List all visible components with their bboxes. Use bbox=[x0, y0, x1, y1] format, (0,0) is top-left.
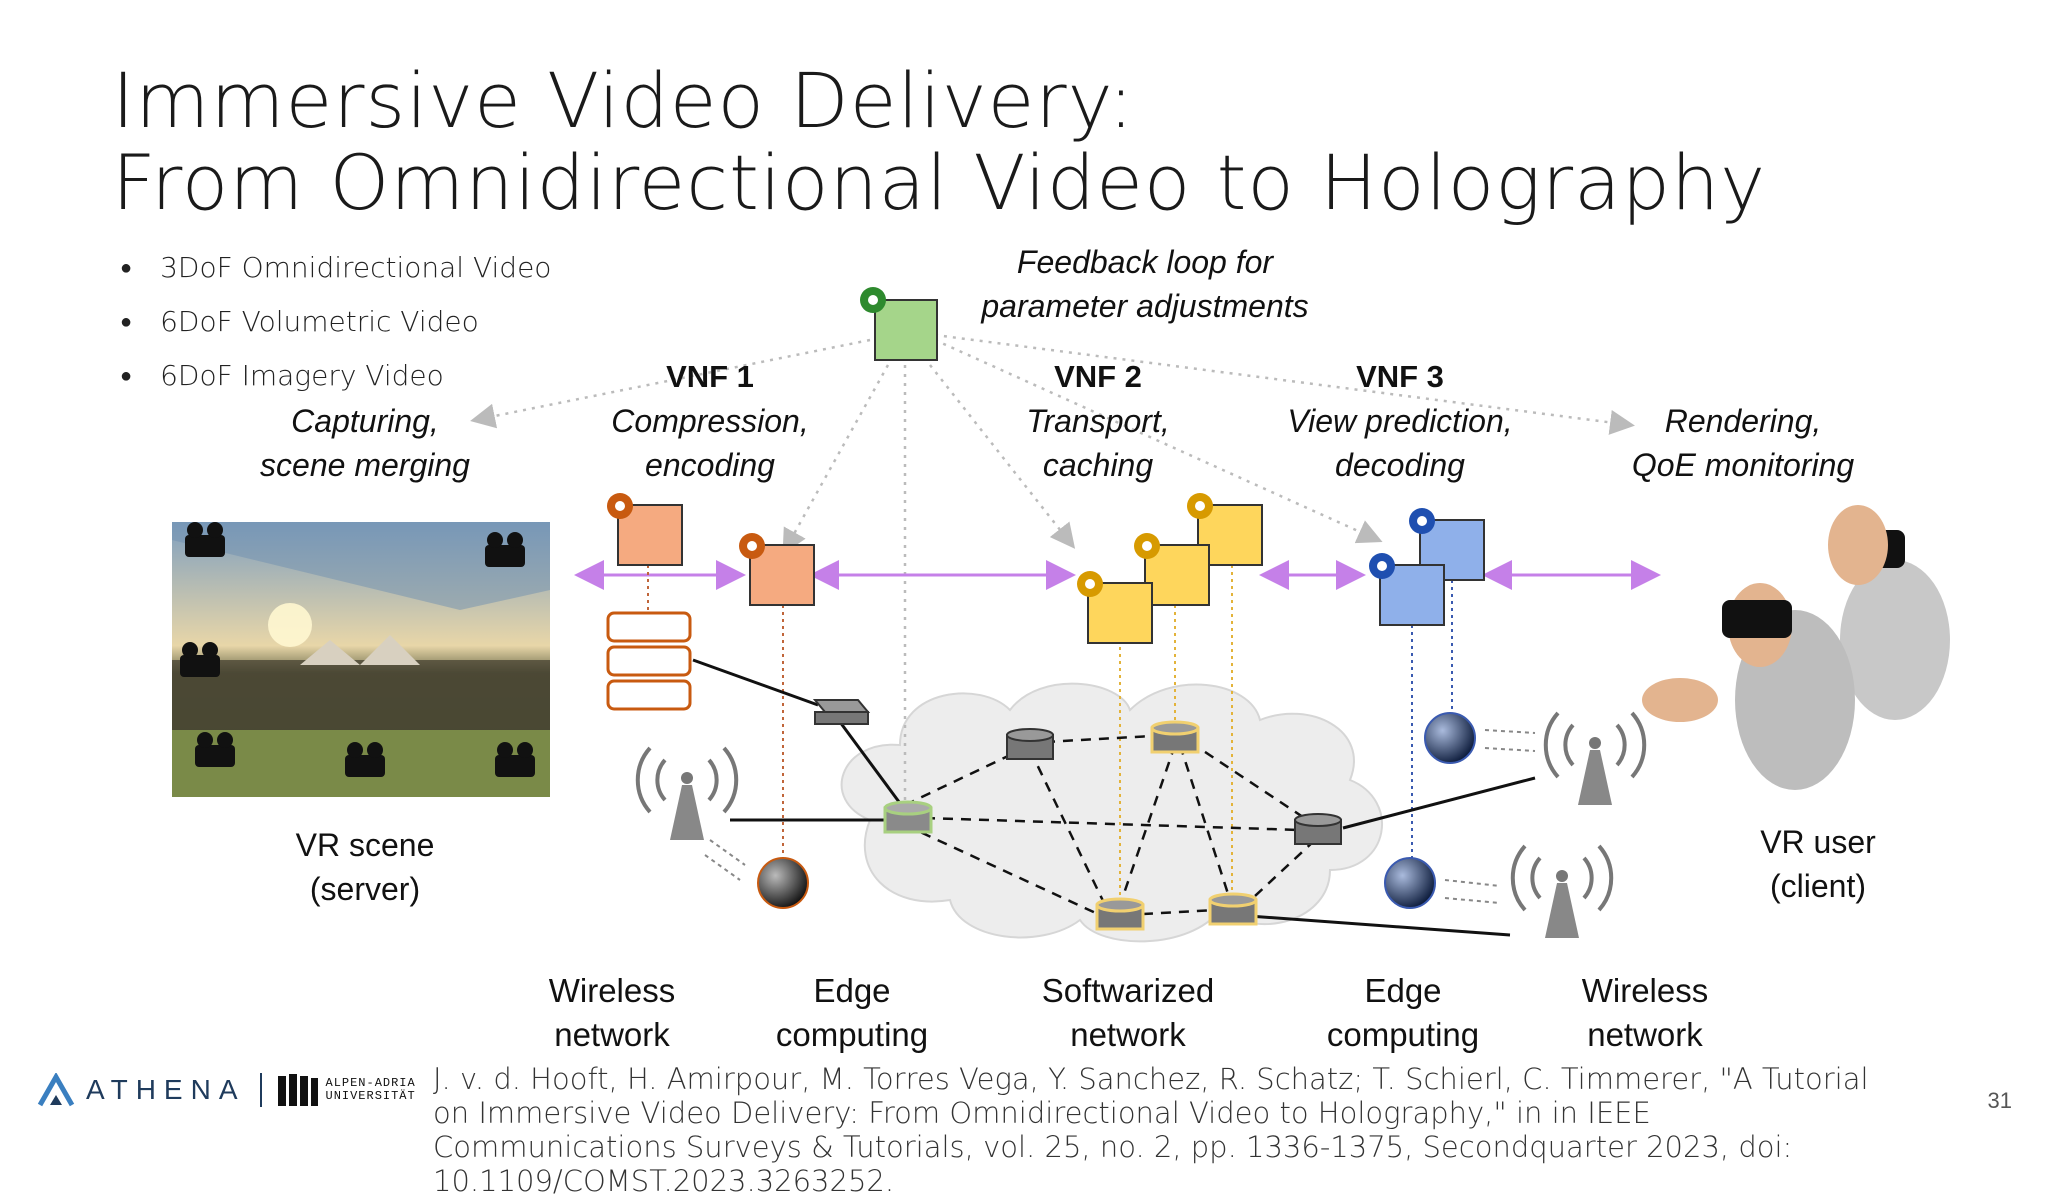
edge-node-icon bbox=[1424, 712, 1476, 764]
bottom-label-edge2-line2: computing bbox=[1327, 1016, 1479, 1053]
bullet-list: 3DoF Omnidirectional Video 6DoF Volumetr… bbox=[120, 242, 551, 404]
vnf1-label: VNF 1 bbox=[666, 359, 754, 394]
vr-scene-label-line1: VR scene bbox=[296, 827, 435, 863]
slide-title-line1: Immersive Video Delivery: bbox=[112, 56, 1135, 145]
router-icon bbox=[1294, 813, 1342, 845]
bottom-label-edge-line1: Edge bbox=[813, 972, 890, 1009]
compression-label-line1: Compression, bbox=[611, 403, 808, 439]
slide-title-line2: From Omnidirectional Video to Holography bbox=[112, 138, 1767, 227]
view-prediction-label-line1: View prediction, bbox=[1287, 403, 1512, 439]
bullet-item: 3DoF Omnidirectional Video bbox=[120, 242, 551, 296]
wireless-tower-icon bbox=[1510, 844, 1614, 938]
university-logo-icon bbox=[277, 1074, 318, 1106]
vr-user-image bbox=[1642, 505, 1950, 790]
network-links bbox=[692, 658, 1536, 937]
capturing-label-line1: Capturing, bbox=[291, 403, 439, 439]
vr-scene-image bbox=[172, 522, 550, 797]
cloud-shape bbox=[840, 682, 1384, 943]
router-icon bbox=[1095, 897, 1145, 931]
capturing-label-line2: scene merging bbox=[260, 447, 470, 483]
feedback-label-line1: Feedback loop for bbox=[1017, 244, 1275, 280]
view-prediction-label-line2: decoding bbox=[1335, 447, 1465, 483]
athena-logo-icon bbox=[37, 1073, 75, 1107]
gear-icon bbox=[860, 287, 886, 313]
athena-logo-text: ATHENA bbox=[86, 1074, 246, 1105]
feedback-label: Feedback loop for parameter adjustments bbox=[980, 244, 1308, 324]
router-icon bbox=[1150, 720, 1200, 754]
bottom-label-edge-line2: computing bbox=[776, 1016, 928, 1053]
gear-icon bbox=[1369, 553, 1395, 579]
rendering-label-line2: QoE monitoring bbox=[1632, 447, 1855, 483]
university-logo-line1: ALPEN-ADRIA bbox=[325, 1076, 416, 1090]
transport-label-line1: Transport, bbox=[1026, 403, 1169, 439]
router-icon bbox=[1208, 892, 1258, 926]
vnf-vertical-lines bbox=[647, 565, 1453, 905]
network-dashed-links bbox=[904, 733, 1316, 917]
server-icon bbox=[606, 611, 692, 711]
feedback-label-line2: parameter adjustments bbox=[980, 288, 1308, 324]
bottom-label-softwarized-line1: Softwarized bbox=[1042, 972, 1214, 1009]
bottom-label-wireless2-line1: Wireless bbox=[1582, 972, 1709, 1009]
slide-title: Immersive Video Delivery: From Omnidirec… bbox=[112, 60, 1766, 224]
feedback-box bbox=[874, 299, 938, 361]
rendering-label-line1: Rendering, bbox=[1665, 403, 1822, 439]
logo-divider bbox=[259, 1073, 262, 1107]
transport-label-line2: caching bbox=[1043, 447, 1154, 483]
delivery-diagram: Feedback loop for parameter adjustments … bbox=[172, 244, 1950, 1053]
gear-icon bbox=[1409, 508, 1435, 534]
vr-scene-label-line2: (server) bbox=[310, 871, 420, 907]
bottom-label-edge2-line1: Edge bbox=[1364, 972, 1441, 1009]
bottom-label-softwarized-line2: network bbox=[1070, 1016, 1186, 1053]
citation-text: J. v. d. Hooft, H. Amirpour, M. Torres V… bbox=[433, 1062, 1869, 1198]
bottom-label-wireless-line2: network bbox=[554, 1016, 670, 1053]
wireless-tower-icon bbox=[635, 746, 739, 840]
edge-node-icon bbox=[1384, 857, 1436, 909]
university-logo-line2: UNIVERSITÄT bbox=[325, 1089, 416, 1103]
bullet-item: 6DoF Volumetric Video bbox=[120, 296, 551, 350]
gear-icon bbox=[1134, 533, 1160, 559]
gear-icon bbox=[607, 493, 633, 519]
vnf2-label: VNF 2 bbox=[1054, 359, 1142, 394]
gear-icon bbox=[1077, 571, 1103, 597]
bottom-label-wireless2-line2: network bbox=[1587, 1016, 1703, 1053]
vr-user-label-line2: (client) bbox=[1770, 868, 1866, 904]
feedback-lines bbox=[470, 333, 1635, 810]
bottom-label-wireless-line1: Wireless bbox=[549, 972, 676, 1009]
wireless-tower-icon bbox=[1543, 711, 1647, 805]
switch-icon bbox=[812, 699, 871, 725]
edge-node-icon bbox=[757, 857, 809, 909]
edge-exchange-arrows bbox=[704, 729, 1536, 904]
gear-icon bbox=[1187, 493, 1213, 519]
athena-logo: ATHENA ALPEN-ADRIA UNIVERSITÄT bbox=[36, 1070, 416, 1110]
router-icon bbox=[883, 800, 933, 834]
university-logo-text: ALPEN-ADRIA UNIVERSITÄT bbox=[326, 1077, 416, 1103]
page-number: 31 bbox=[1987, 1088, 2012, 1113]
compression-label-line2: encoding bbox=[645, 447, 775, 483]
vnf3-label: VNF 3 bbox=[1356, 359, 1444, 394]
bullet-item: 6DoF Imagery Video bbox=[120, 350, 551, 404]
gear-icon bbox=[739, 533, 765, 559]
router-icon bbox=[1006, 728, 1054, 760]
vnf2-box bbox=[1087, 582, 1153, 644]
vr-user-label-line1: VR user bbox=[1760, 824, 1876, 860]
